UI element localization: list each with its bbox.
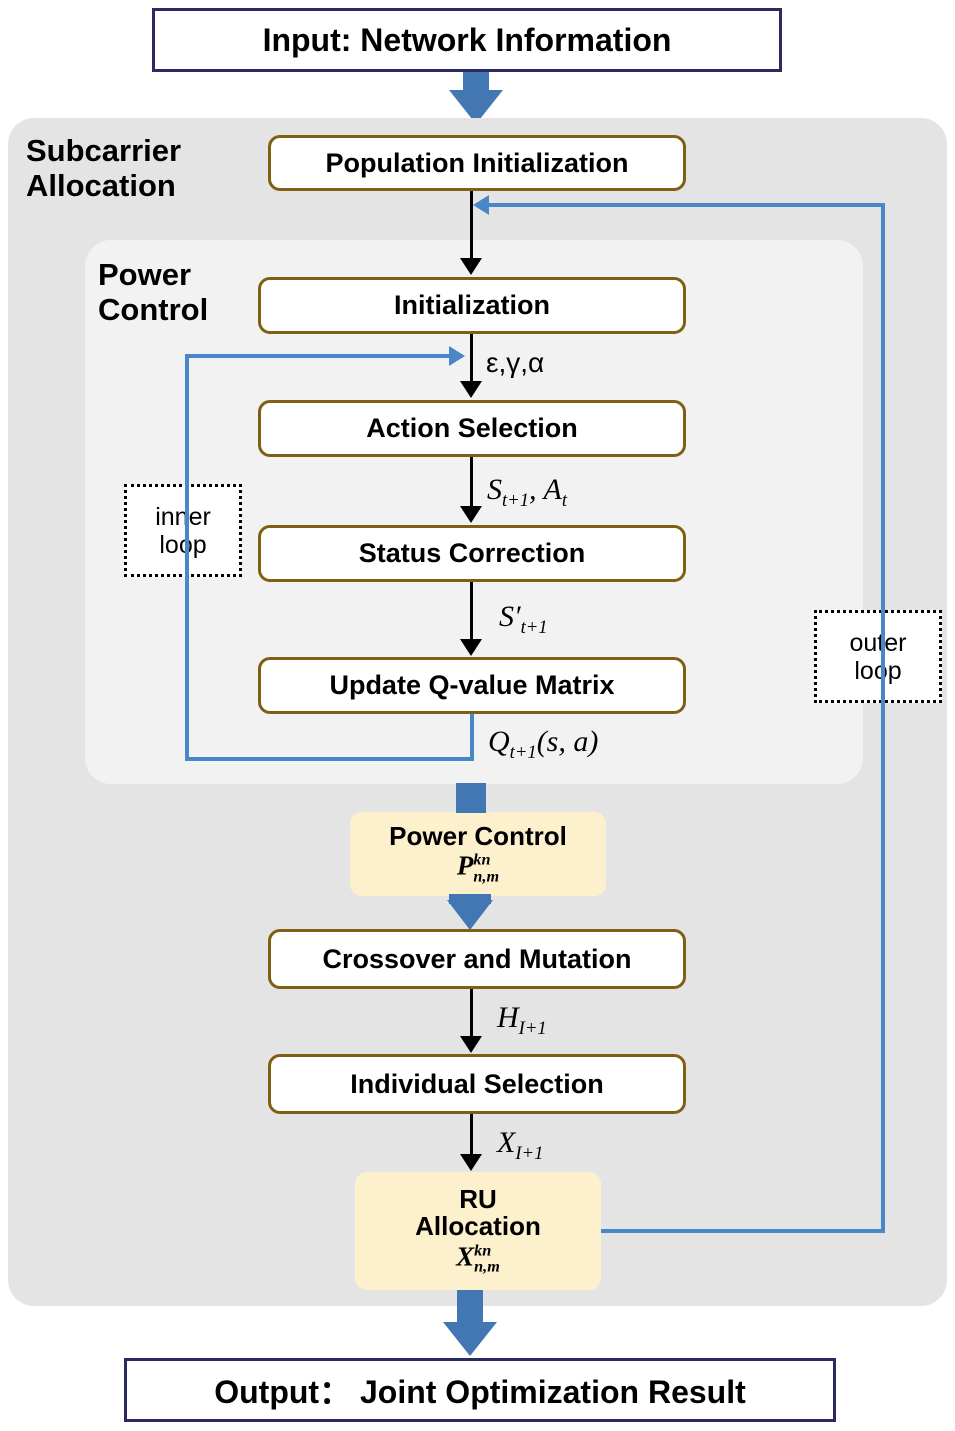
arrowhead (460, 1036, 482, 1053)
label-part: X (497, 1126, 516, 1159)
node-action-selection[interactable]: Action Selection (258, 400, 686, 457)
edge-label-state-prime: S′t+1 (499, 600, 548, 639)
label-part: (s, a) (536, 725, 599, 758)
arrowhead (460, 381, 482, 398)
edge-label-state-action: St+1, At (487, 473, 567, 512)
node-update-q-value-matrix[interactable]: Update Q-value Matrix (258, 657, 686, 714)
connector-init-to-action (470, 334, 473, 382)
power-control-label: Power Control (98, 257, 209, 327)
outer-loop-segment-top (489, 203, 885, 207)
edge-label-q-value: Qt+1(s, a) (488, 725, 598, 764)
inner-loop-segment-top (185, 354, 451, 358)
label-sub: t+1 (509, 742, 537, 763)
node-label: Initialization (393, 290, 550, 320)
node-label: RU Allocation (415, 1184, 541, 1242)
connector-crossover-to-individual (470, 989, 473, 1037)
edge-label-x: XI+1 (497, 1126, 543, 1165)
label-part: , A (529, 473, 562, 506)
connector-popinit-to-init (470, 191, 473, 259)
inner-loop-segment-down (470, 714, 474, 761)
subcarrier-allocation-label: Subcarrier Allocation (26, 133, 182, 203)
node-initialization[interactable]: Initialization (258, 277, 686, 334)
arrowhead (460, 639, 482, 656)
output-box: Output： Joint Optimization Result (124, 1358, 836, 1422)
variable-base: P (456, 850, 474, 881)
arrowhead (460, 258, 482, 275)
connector-status-to-updateq (470, 582, 473, 640)
inner-loop-segment-bottom (185, 757, 474, 761)
variable-superscript: kn (474, 1241, 492, 1260)
label-sub: I+1 (518, 1018, 547, 1039)
label-sub: I+1 (515, 1143, 544, 1164)
outer-loop-tag: outer loop (814, 610, 942, 703)
node-label: Power Control (389, 820, 567, 851)
block-arrow-input-to-subcarrier (449, 72, 503, 124)
input-box: Input: Network Information (152, 8, 782, 72)
connector-action-to-status (470, 457, 473, 507)
block-arrow-power-control-down (424, 894, 516, 930)
outer-loop-arrowhead (473, 195, 489, 215)
outer-loop-segment-up (881, 203, 885, 1233)
block-arrow-to-power-control (456, 783, 486, 813)
inner-loop-segment-up (185, 356, 189, 761)
block-arrow-ru-to-output (443, 1290, 497, 1358)
arrowhead (460, 506, 482, 523)
variable-subscript: n,m (474, 1257, 500, 1276)
connector-individual-to-ru (470, 1114, 473, 1156)
node-label: Crossover and Mutation (322, 943, 632, 974)
label-part: S (487, 473, 502, 506)
arrowhead (460, 1154, 482, 1171)
node-individual-selection[interactable]: Individual Selection (268, 1054, 686, 1114)
variable-base: X (456, 1241, 475, 1272)
input-label: Input: Network Information (262, 21, 672, 58)
label-part: Q (488, 725, 510, 758)
label-sub: t+1 (502, 490, 530, 511)
label-sub: t+1 (520, 617, 548, 638)
node-label: Population Initialization (325, 147, 629, 178)
label-part: H (497, 1001, 519, 1034)
inner-loop-arrowhead (449, 346, 465, 366)
outer-loop-segment-right (601, 1229, 885, 1233)
edge-label-params: ε,γ,α (486, 347, 545, 378)
node-label: Status Correction (358, 538, 586, 568)
output-label: Output： Joint Optimization Result (214, 1374, 746, 1410)
label-part: S′ (499, 600, 521, 633)
node-crossover-and-mutation[interactable]: Crossover and Mutation (268, 929, 686, 989)
label-sub: t (561, 490, 567, 511)
node-population-initialization[interactable]: Population Initialization (268, 135, 686, 191)
inner-loop-tag: inner loop (124, 484, 242, 577)
variable-superscript: kn (473, 850, 491, 869)
edge-label-h: HI+1 (497, 1001, 547, 1040)
node-label: Action Selection (366, 413, 578, 443)
node-label: Update Q-value Matrix (329, 670, 615, 700)
node-status-correction[interactable]: Status Correction (258, 525, 686, 582)
node-label: Individual Selection (350, 1068, 604, 1099)
variable-subscript: n,m (473, 867, 500, 886)
